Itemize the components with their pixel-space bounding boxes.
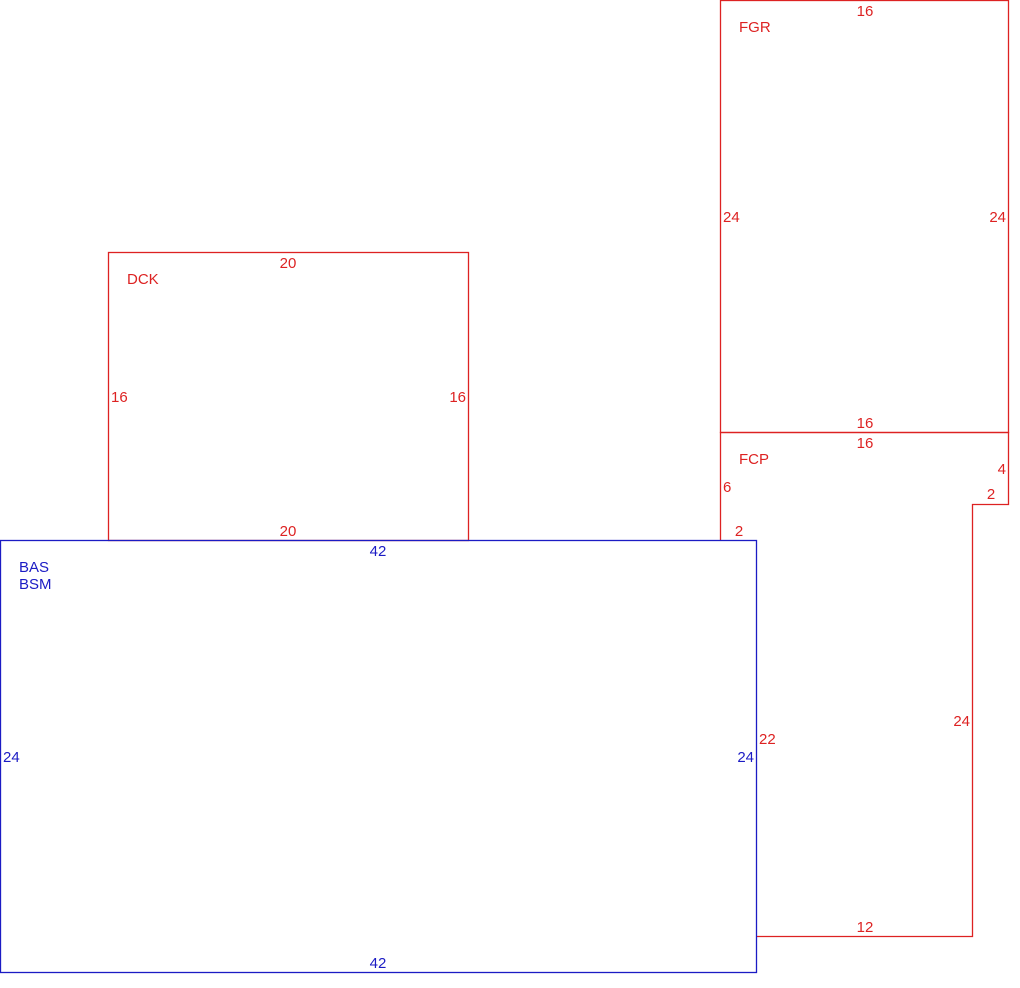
fcp-step-dimension: 2 [987, 486, 995, 503]
area-bas: BAS BSM 42 42 24 24 [0, 539, 758, 974]
bas-right-dimension: 24 [737, 749, 754, 766]
dck-top-dimension: 20 [280, 255, 297, 272]
fcp-left-lower-dimension: 22 [759, 731, 776, 748]
fgr-outline [719, 0, 1010, 434]
fcp-right-lower-dimension: 24 [953, 713, 970, 730]
fgr-right-dimension: 24 [989, 209, 1006, 226]
dck-code: DCK [127, 271, 159, 288]
fgr-top-dimension: 16 [857, 3, 874, 20]
bas-left-dimension: 24 [3, 749, 20, 766]
fcp-left-notch-dimension: 2 [735, 523, 743, 540]
fcp-code: FCP [739, 451, 769, 468]
dck-right-dimension: 16 [449, 389, 466, 406]
dck-outline [107, 251, 470, 542]
fgr-bottom-dimension: 16 [857, 415, 874, 432]
bas-bottom-dimension: 42 [370, 955, 387, 972]
bsm-code: BSM [19, 576, 52, 593]
bas-code: BAS [19, 559, 49, 576]
area-fcp: FCP 16 4 2 24 12 6 2 22 [719, 431, 1010, 938]
bas-outline [0, 539, 758, 974]
fcp-bottom-dimension: 12 [857, 919, 874, 936]
bas-top-dimension: 42 [370, 543, 387, 560]
fcp-top-dimension: 16 [857, 435, 874, 452]
fcp-right-upper-dimension: 4 [998, 461, 1006, 478]
dck-left-dimension: 16 [111, 389, 128, 406]
fcp-outline [719, 431, 1010, 938]
fgr-left-dimension: 24 [723, 209, 740, 226]
fgr-code: FGR [739, 19, 771, 36]
area-dck: DCK 20 20 16 16 [107, 251, 470, 542]
dck-bottom-dimension: 20 [280, 523, 297, 540]
fcp-left-upper-dimension: 6 [723, 479, 731, 496]
area-fgr: FGR 16 16 24 24 [719, 0, 1010, 434]
